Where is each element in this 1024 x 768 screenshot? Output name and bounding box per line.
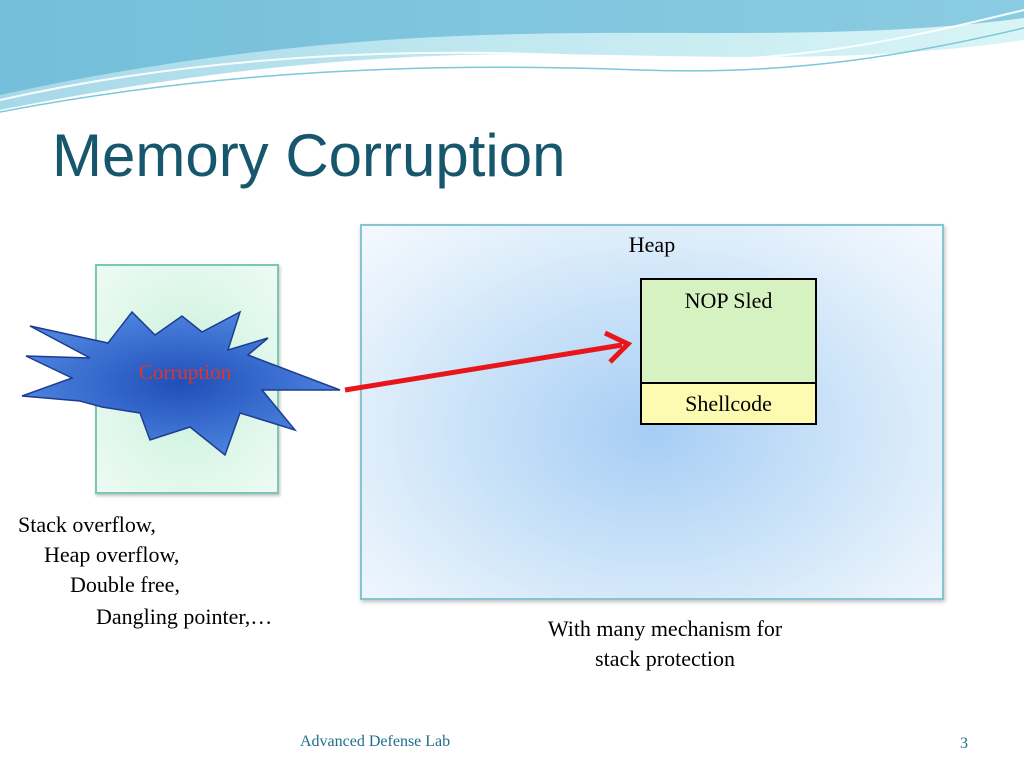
heap-label: Heap xyxy=(628,232,676,257)
shellcode-label: Shellcode xyxy=(685,391,772,416)
caption-line-1: With many mechanism for xyxy=(547,616,783,641)
vuln-item-double-free: Double free, xyxy=(70,572,180,597)
exploit-arrow-head-icon xyxy=(603,330,633,364)
exploit-arrow-line xyxy=(344,342,623,393)
corruption-burst-icon xyxy=(21,310,341,457)
vuln-item-dangling-pointer: Dangling pointer,… xyxy=(96,604,273,629)
nop-sled-label: NOP Sled xyxy=(684,288,773,313)
vuln-item-heap-overflow: Heap overflow, xyxy=(44,542,180,567)
footer-text: Advanced Defense Lab xyxy=(300,733,451,750)
vuln-item-stack-overflow: Stack overflow, xyxy=(18,512,156,537)
header-wave-decoration xyxy=(0,0,1024,113)
slide-title: Memory Corruption xyxy=(52,122,566,189)
page-number: 3 xyxy=(960,735,968,752)
shellcode-block: Shellcode xyxy=(640,382,817,425)
stack-protection-caption: With many mechanism for stack protection xyxy=(500,614,830,674)
corruption-label: Corruption xyxy=(138,360,232,384)
caption-line-2: stack protection xyxy=(595,646,735,671)
